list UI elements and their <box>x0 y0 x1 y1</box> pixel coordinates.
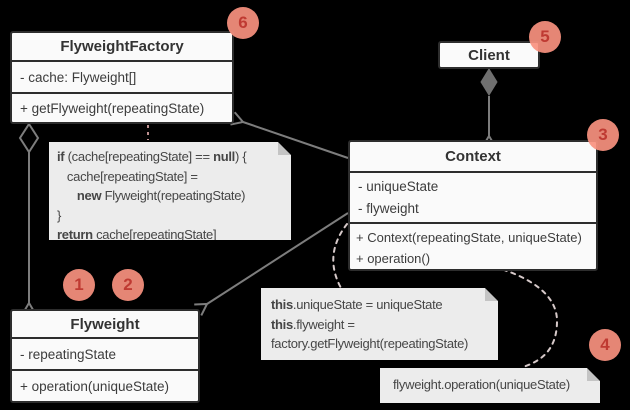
note-context-operation: flyweight.operation(uniqueState) <box>380 368 600 403</box>
step-badge-3: 3 <box>587 119 619 151</box>
class-context-method-constructor: + Context(repeatingState, uniqueState) <box>356 230 582 245</box>
class-context-method-operation: + operation() <box>356 251 431 266</box>
step-badge-2: 2 <box>112 269 144 301</box>
class-context-attributes: - uniqueState - flyweight <box>350 171 596 222</box>
note-code-line: new Flyweight(repeatingState) <box>76 188 246 203</box>
class-flyweight: Flyweight - repeatingState + operation(u… <box>10 309 200 403</box>
aggregation-factory-flyweight <box>18 122 40 315</box>
class-flyweightfactory-attribute: - cache: Flyweight[] <box>12 60 232 92</box>
class-context-attribute-uniquestate: - uniqueState <box>358 179 439 194</box>
step-badge-6: 6 <box>227 7 259 39</box>
composition-diamond <box>480 68 498 96</box>
note-code-line: if (cache[repeatingState] == null) { <box>57 149 247 164</box>
class-flyweightfactory-title: FlyweightFactory <box>60 38 184 55</box>
aggregation-diamond <box>18 122 40 154</box>
composition-client-context <box>480 68 498 148</box>
note-factory-code: if (cache[repeatingState] == null) { cac… <box>49 142 291 240</box>
note-code-line: this.uniqueState = uniqueState <box>271 297 443 312</box>
class-flyweight-attribute: - repeatingState <box>12 337 198 369</box>
note-code-line: this.flyweight = <box>271 316 355 332</box>
class-flyweightfactory: FlyweightFactory - cache: Flyweight[] + … <box>10 31 234 124</box>
note-context-constructor: this.uniqueState = uniqueState this.flywe… <box>261 288 498 360</box>
class-client: Client <box>438 41 540 69</box>
note-fold-icon <box>587 368 600 381</box>
class-context-attribute-flyweight: - flyweight <box>358 201 419 216</box>
note-fold-icon <box>485 288 498 301</box>
step-badge-1: 1 <box>63 269 95 301</box>
note-fold-icon <box>278 142 291 155</box>
class-flyweight-method: + operation(uniqueState) <box>12 369 198 401</box>
class-client-title: Client <box>468 46 510 64</box>
class-context-methods: + Context(repeatingState, uniqueState) +… <box>350 222 596 269</box>
class-flyweight-title: Flyweight <box>70 315 140 333</box>
note-code-line: flyweight.operation(uniqueState) <box>393 377 570 392</box>
note-connector-context-ctor <box>332 223 348 289</box>
note-code-line: return cache[repeatingState] <box>57 227 217 242</box>
class-context-title: Context <box>445 148 501 165</box>
step-badge-5: 5 <box>529 21 561 53</box>
note-code-line: factory.getFlyweight(repeatingState) <box>271 336 469 351</box>
note-code-line: } <box>57 207 62 223</box>
class-context: Context - uniqueState - flyweight + Cont… <box>348 140 598 271</box>
step-badge-4: 4 <box>589 329 621 361</box>
class-flyweightfactory-method: + getFlyweight(repeatingState) <box>12 92 232 122</box>
note-code-line: cache[repeatingState] = <box>57 168 198 184</box>
